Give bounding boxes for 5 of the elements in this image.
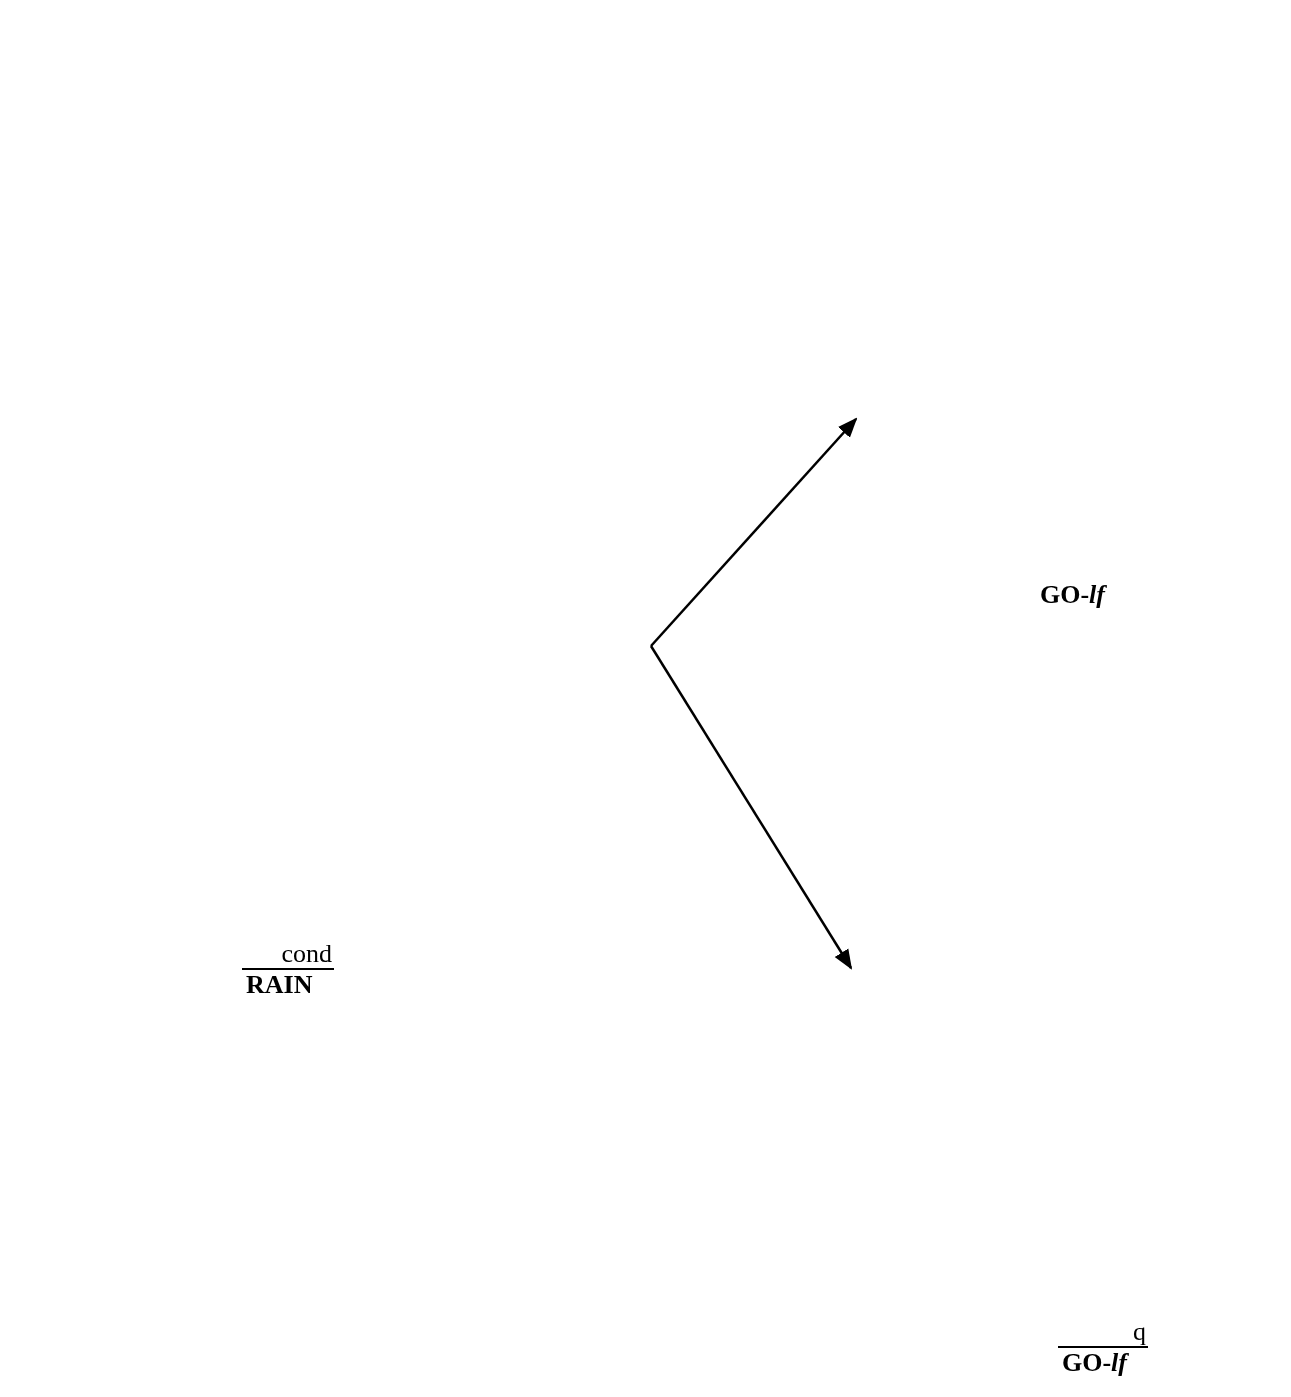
numerator-text: cond — [242, 940, 334, 970]
node-label: GO-lf — [1040, 580, 1105, 610]
denominator-text: GO-lf — [1062, 1348, 1130, 1378]
denominator-text: RAIN — [246, 970, 314, 1000]
numerator-text: q — [1058, 1318, 1148, 1348]
